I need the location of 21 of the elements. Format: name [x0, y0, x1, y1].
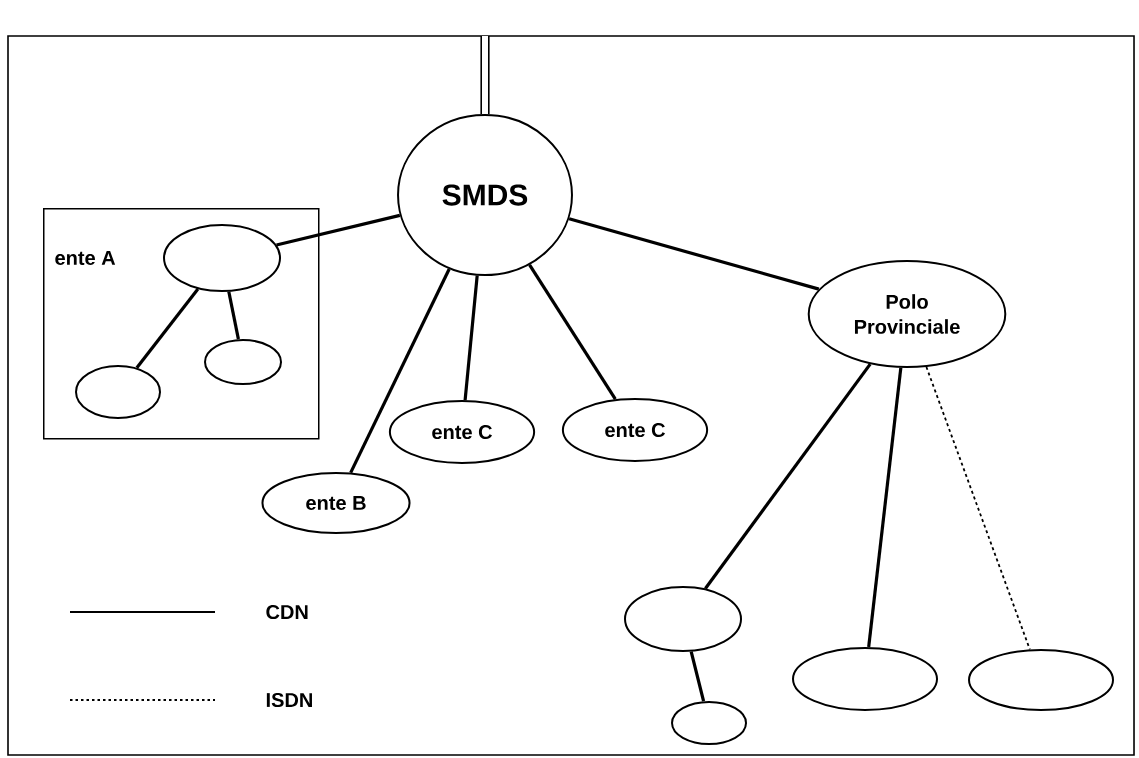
empty-ellipse	[671, 701, 747, 745]
connector-line	[867, 367, 903, 648]
connector-line	[349, 268, 451, 474]
empty-ellipse	[75, 365, 161, 419]
connector-line	[276, 213, 401, 247]
connector-line	[528, 263, 617, 401]
empty-ellipse	[792, 647, 938, 711]
group-box: ente A	[43, 208, 320, 440]
connector-line	[227, 291, 240, 340]
connector-line	[480, 36, 490, 114]
legend-label: ISDN	[266, 692, 312, 708]
empty-ellipse	[968, 649, 1114, 711]
connector-line	[135, 288, 200, 369]
empty-ellipse	[624, 586, 742, 652]
connector-line	[689, 651, 706, 702]
connector-line	[568, 217, 820, 291]
connector-line	[463, 275, 479, 401]
connector-line	[704, 363, 872, 590]
legend-label: CDN	[266, 604, 308, 620]
empty-ellipse	[204, 339, 282, 385]
empty-ellipse	[163, 224, 281, 292]
